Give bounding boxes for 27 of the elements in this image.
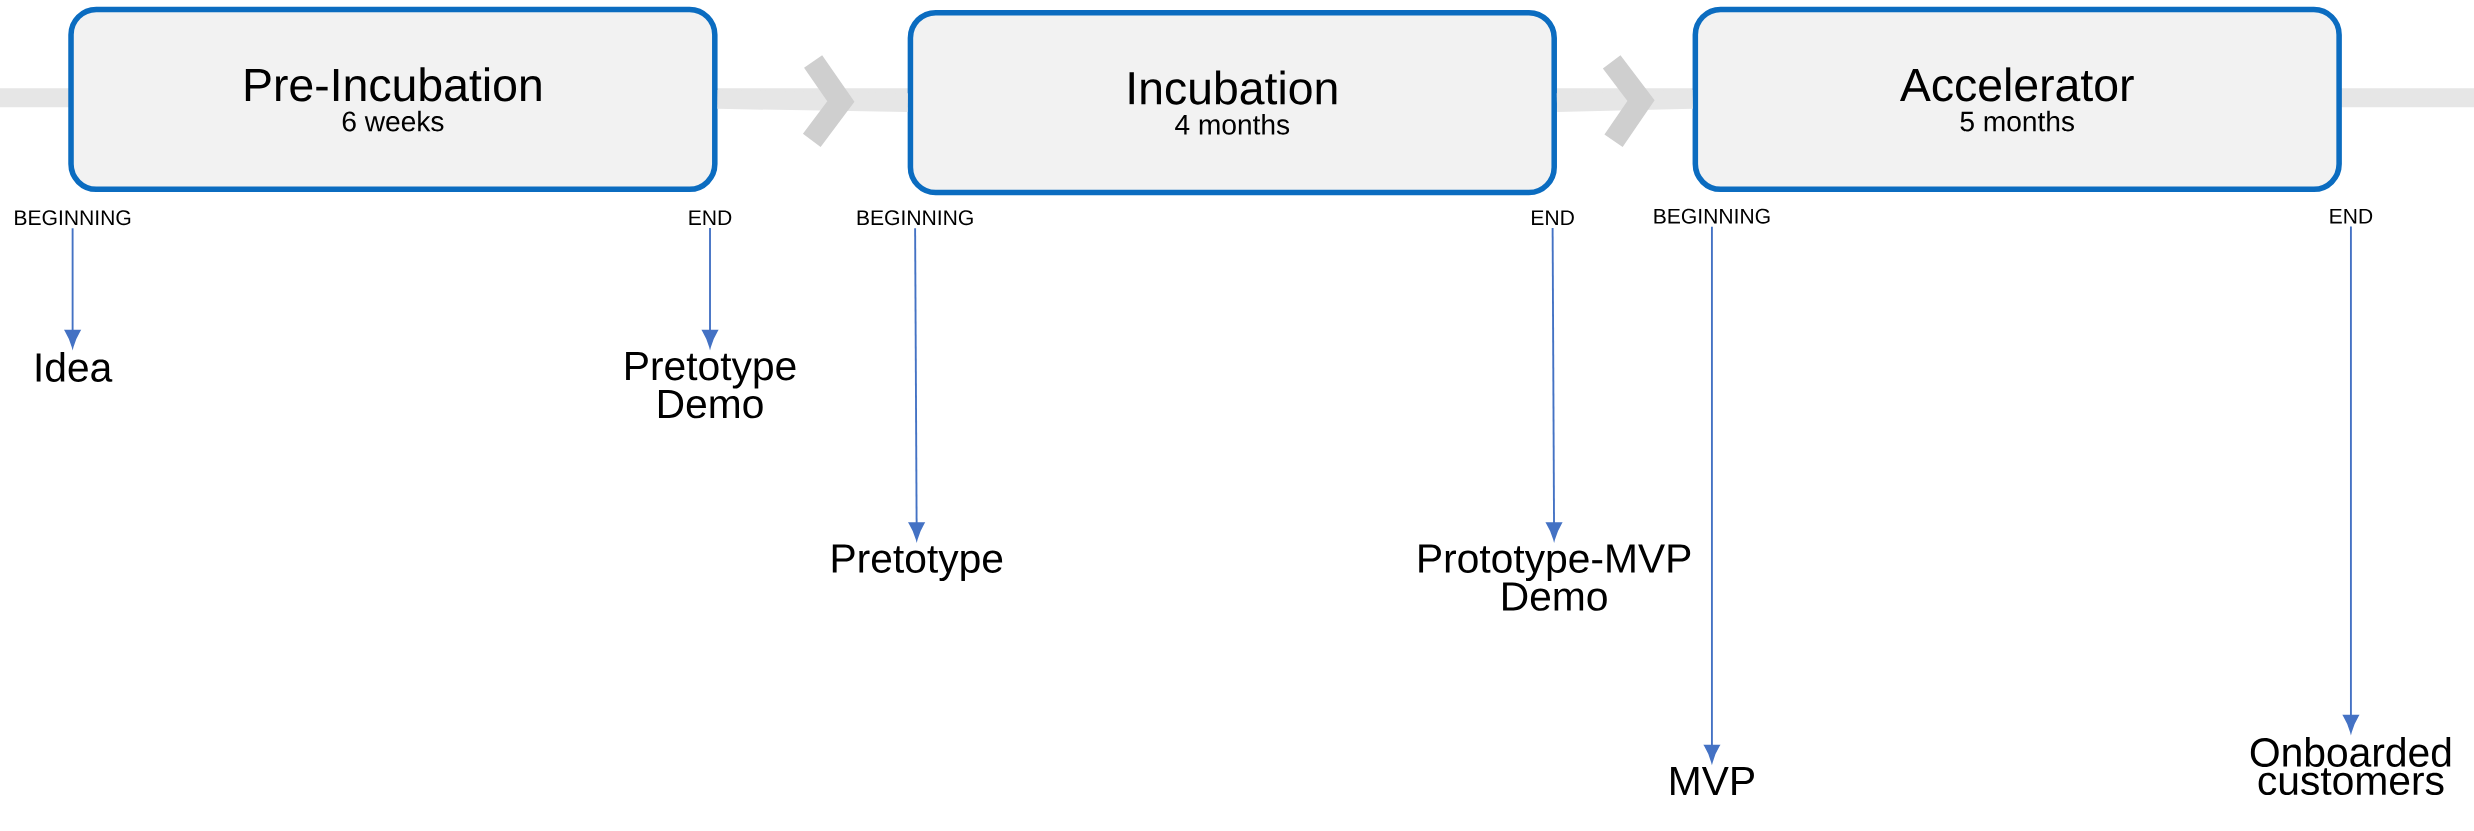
milestone-label: Pretotype Demo	[626, 352, 796, 419]
timeline-label: END	[2330, 208, 2373, 224]
arrow	[1704, 225, 1720, 763]
milestone-label: MVP	[1671, 766, 1754, 795]
arrow	[64, 227, 81, 348]
milestone-label: Pretotype	[832, 544, 1003, 581]
milestone-label: Prototype-MVP Demo	[1419, 544, 1691, 611]
duration-text: 6 weeks	[342, 110, 444, 132]
timeline-label: BEGINNING	[1654, 208, 1770, 224]
phase-title: Incubation	[1129, 70, 1337, 105]
phase-title: Accelerator	[1900, 67, 2134, 102]
phase-box	[68, 6, 718, 193]
duration-text: 5 months	[1960, 110, 2074, 132]
phase-box	[907, 9, 1557, 196]
duration-text: 4 months	[1175, 114, 1290, 135]
timeline-label: END	[689, 210, 732, 225]
arrow	[2343, 225, 2359, 733]
arrow	[908, 227, 925, 541]
timeline-label: BEGINNING	[15, 210, 131, 226]
arrow	[702, 227, 718, 348]
timeline-label: END	[1532, 210, 1574, 225]
phase-box	[1692, 6, 2342, 193]
milestone-label: Onboarded customers	[2250, 737, 2451, 796]
milestone-label: Idea	[36, 352, 113, 382]
phase-title: Pre-Incubation	[245, 67, 541, 102]
arrow	[1546, 227, 1562, 541]
timeline-label: BEGINNING	[857, 210, 973, 226]
